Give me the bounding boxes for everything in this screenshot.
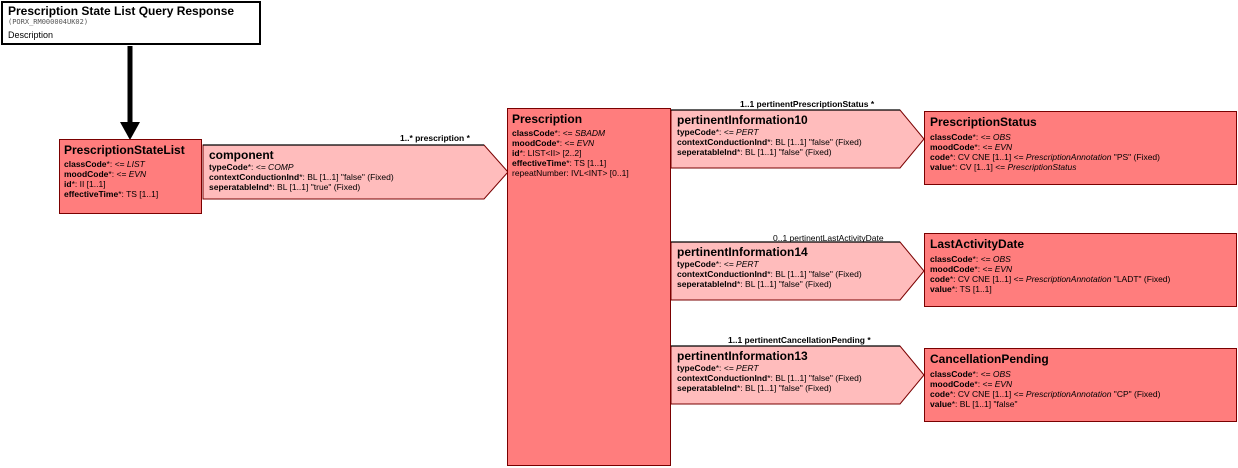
prescription-attr: repeatNumber: IVL<INT> [0..1]: [512, 168, 629, 178]
cp-title: CancellationPending: [930, 352, 1049, 366]
lad-attr: classCode*: <= OBS: [930, 254, 1011, 264]
ps-attributes: classCode*: <= OBS moodCode*: <= EVN cod…: [930, 132, 1160, 172]
prescription-status-class[interactable]: PrescriptionStatus classCode*: <= OBS mo…: [924, 111, 1237, 185]
lad-attributes: classCode*: <= OBS moodCode*: <= EVN cod…: [930, 254, 1170, 294]
prescription-attr: effectiveTime*: TS [1..1]: [512, 158, 607, 168]
psl-attributes: classCode*: <= LIST moodCode*: <= EVN id…: [64, 159, 158, 199]
pi14-attr: typeCode*: <= PERT: [677, 259, 759, 269]
cancellation-pending-class[interactable]: CancellationPending classCode*: <= OBS m…: [924, 348, 1237, 422]
header-title: Prescription State List Query Response: [8, 4, 235, 18]
pi13-attr: contextConductionInd*: BL [1..1] "false"…: [677, 373, 862, 383]
pi10-relationship[interactable]: pertinentInformation10 typeCode*: <= PER…: [671, 110, 924, 168]
cp-attr: code*: CV CNE [1..1] <= PrescriptionAnno…: [930, 389, 1161, 399]
prescription-class[interactable]: Prescription classCode*: <= SBADM moodCo…: [507, 108, 671, 466]
component-association-label: 1..* prescription *: [400, 133, 470, 143]
lad-title: LastActivityDate: [930, 237, 1025, 251]
ps-title: PrescriptionStatus: [930, 115, 1037, 129]
pi13-title: pertinentInformation13: [677, 349, 808, 363]
pi14-attr: seperatableInd*: BL [1..1] "false" (Fixe…: [677, 279, 832, 289]
cp-attr: classCode*: <= OBS: [930, 369, 1011, 379]
header-box: Prescription State List Query Response (…: [1, 1, 261, 45]
psl-attr: id*: II [1..1]: [64, 179, 106, 189]
pi14-attr: contextConductionInd*: BL [1..1] "false"…: [677, 269, 862, 279]
prescription-attributes: classCode*: <= SBADM moodCode*: <= EVN i…: [512, 128, 629, 178]
prescription-attr: classCode*: <= SBADM: [512, 128, 606, 138]
ps-attr: classCode*: <= OBS: [930, 132, 1011, 142]
ps-attr: code*: CV CNE [1..1] <= PrescriptionAnno…: [930, 152, 1160, 162]
component-relationship[interactable]: component typeCode*: <= COMP contextCond…: [203, 145, 503, 199]
entry-arrow-head: [120, 122, 140, 140]
pi13-relationship[interactable]: pertinentInformation13 typeCode*: <= PER…: [671, 346, 924, 404]
pi13-attr: seperatableInd*: BL [1..1] "false" (Fixe…: [677, 383, 832, 393]
psl-attr: effectiveTime*: TS [1..1]: [64, 189, 159, 199]
component-attr: contextConductionInd*: BL [1..1] "false"…: [209, 172, 394, 182]
lad-attr: value*: TS [1..1]: [930, 284, 992, 294]
pi14-title: pertinentInformation14: [677, 245, 808, 259]
psl-title: PrescriptionStateList: [64, 143, 185, 157]
prescription-title: Prescription: [512, 112, 583, 126]
pi13-association-label: 1..1 pertinentCancellationPending *: [728, 335, 871, 345]
psl-attr: classCode*: <= LIST: [64, 159, 145, 169]
cp-attributes: classCode*: <= OBS moodCode*: <= EVN cod…: [930, 369, 1160, 409]
pi14-relationship[interactable]: pertinentInformation14 typeCode*: <= PER…: [671, 242, 924, 300]
pi10-association-label: 1..1 pertinentPrescriptionStatus *: [740, 99, 875, 109]
lad-attr: moodCode*: <= EVN: [930, 264, 1013, 274]
prescription-attr: id*: LIST<II> [2..2]: [512, 148, 582, 158]
ps-attr: moodCode*: <= EVN: [930, 142, 1013, 152]
psl-attr: moodCode*: <= EVN: [64, 169, 147, 179]
last-activity-date-class[interactable]: LastActivityDate classCode*: <= OBS mood…: [924, 233, 1237, 307]
cp-attr: moodCode*: <= EVN: [930, 379, 1013, 389]
pi10-attr: typeCode*: <= PERT: [677, 127, 759, 137]
ps-attr: value*: CV [1..1] <= PrescriptionStatus: [930, 162, 1077, 172]
pi10-attr: contextConductionInd*: BL [1..1] "false"…: [677, 137, 862, 147]
pi10-attr: seperatableInd*: BL [1..1] "false" (Fixe…: [677, 147, 832, 157]
pi13-attr: typeCode*: <= PERT: [677, 363, 759, 373]
component-attr: seperatableInd*: BL [1..1] "true" (Fixed…: [209, 182, 361, 192]
component-attr: typeCode*: <= COMP: [209, 162, 294, 172]
prescription-attr: moodCode*: <= EVN: [512, 138, 595, 148]
cp-attr: value*: BL [1..1] "false": [930, 399, 1018, 409]
header-id: (PORX_RM000004UK02): [8, 18, 89, 26]
header-desc: Description: [8, 30, 54, 40]
lad-attr: code*: CV CNE [1..1] <= PrescriptionAnno…: [930, 274, 1171, 284]
prescription-state-list-class[interactable]: PrescriptionStateList classCode*: <= LIS…: [59, 139, 202, 214]
component-title: component: [209, 148, 274, 162]
pi10-title: pertinentInformation10: [677, 113, 808, 127]
pi14-association-label: 0..1 pertinentLastActivityDate: [773, 233, 884, 243]
